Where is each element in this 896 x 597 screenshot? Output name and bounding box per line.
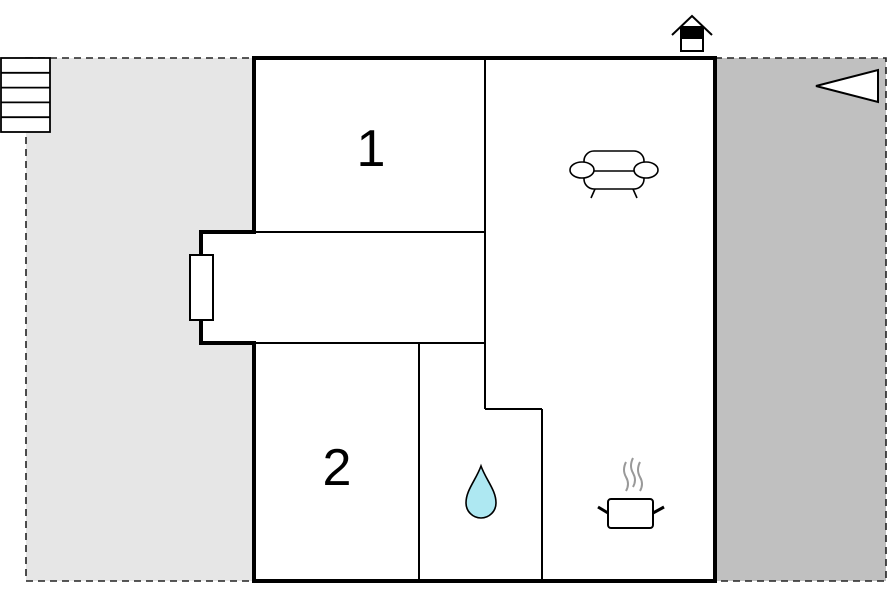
water-drop-icon <box>465 463 497 519</box>
terrace-icon <box>815 68 879 104</box>
cooking-pot-icon <box>597 457 665 529</box>
room-label-1: 1 <box>357 120 386 178</box>
interior-walls <box>254 58 543 581</box>
terrace-area-right <box>714 57 887 582</box>
house-interior <box>201 58 715 581</box>
window-icon <box>189 254 214 321</box>
sofa-icon <box>569 150 659 199</box>
outer-walls <box>199 56 717 583</box>
room-label-2: 2 <box>323 439 352 497</box>
entrance-icon <box>671 14 713 52</box>
stairs-icon <box>0 57 51 133</box>
